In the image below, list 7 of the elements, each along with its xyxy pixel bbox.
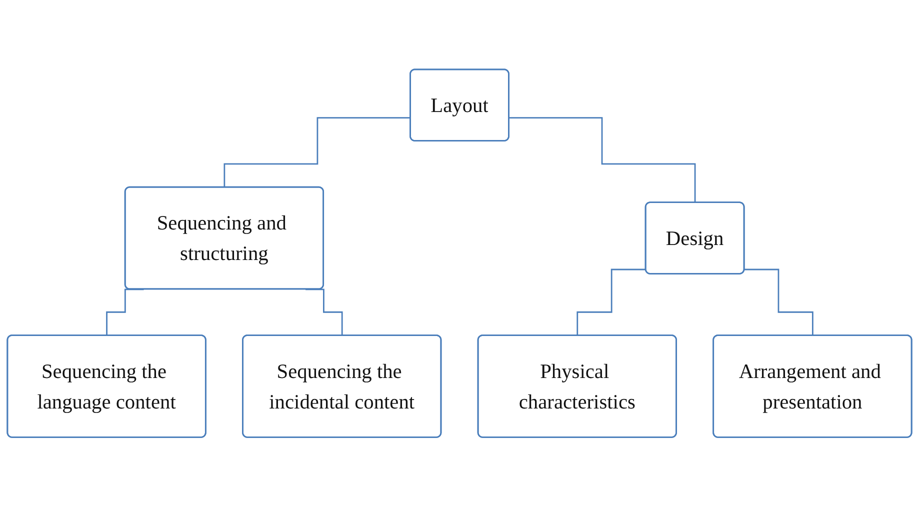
- connector: [744, 268, 814, 336]
- connector: [106, 288, 144, 336]
- connector: [509, 116, 696, 204]
- connector: [224, 116, 411, 188]
- tree-diagram: Layout Sequencing and structuring Design Sequencing the language content Sequencing the incidental content Physical characteristics Arrangement and presentation: [0, 62, 919, 444]
- connector: [576, 268, 646, 336]
- connector: [306, 288, 343, 336]
